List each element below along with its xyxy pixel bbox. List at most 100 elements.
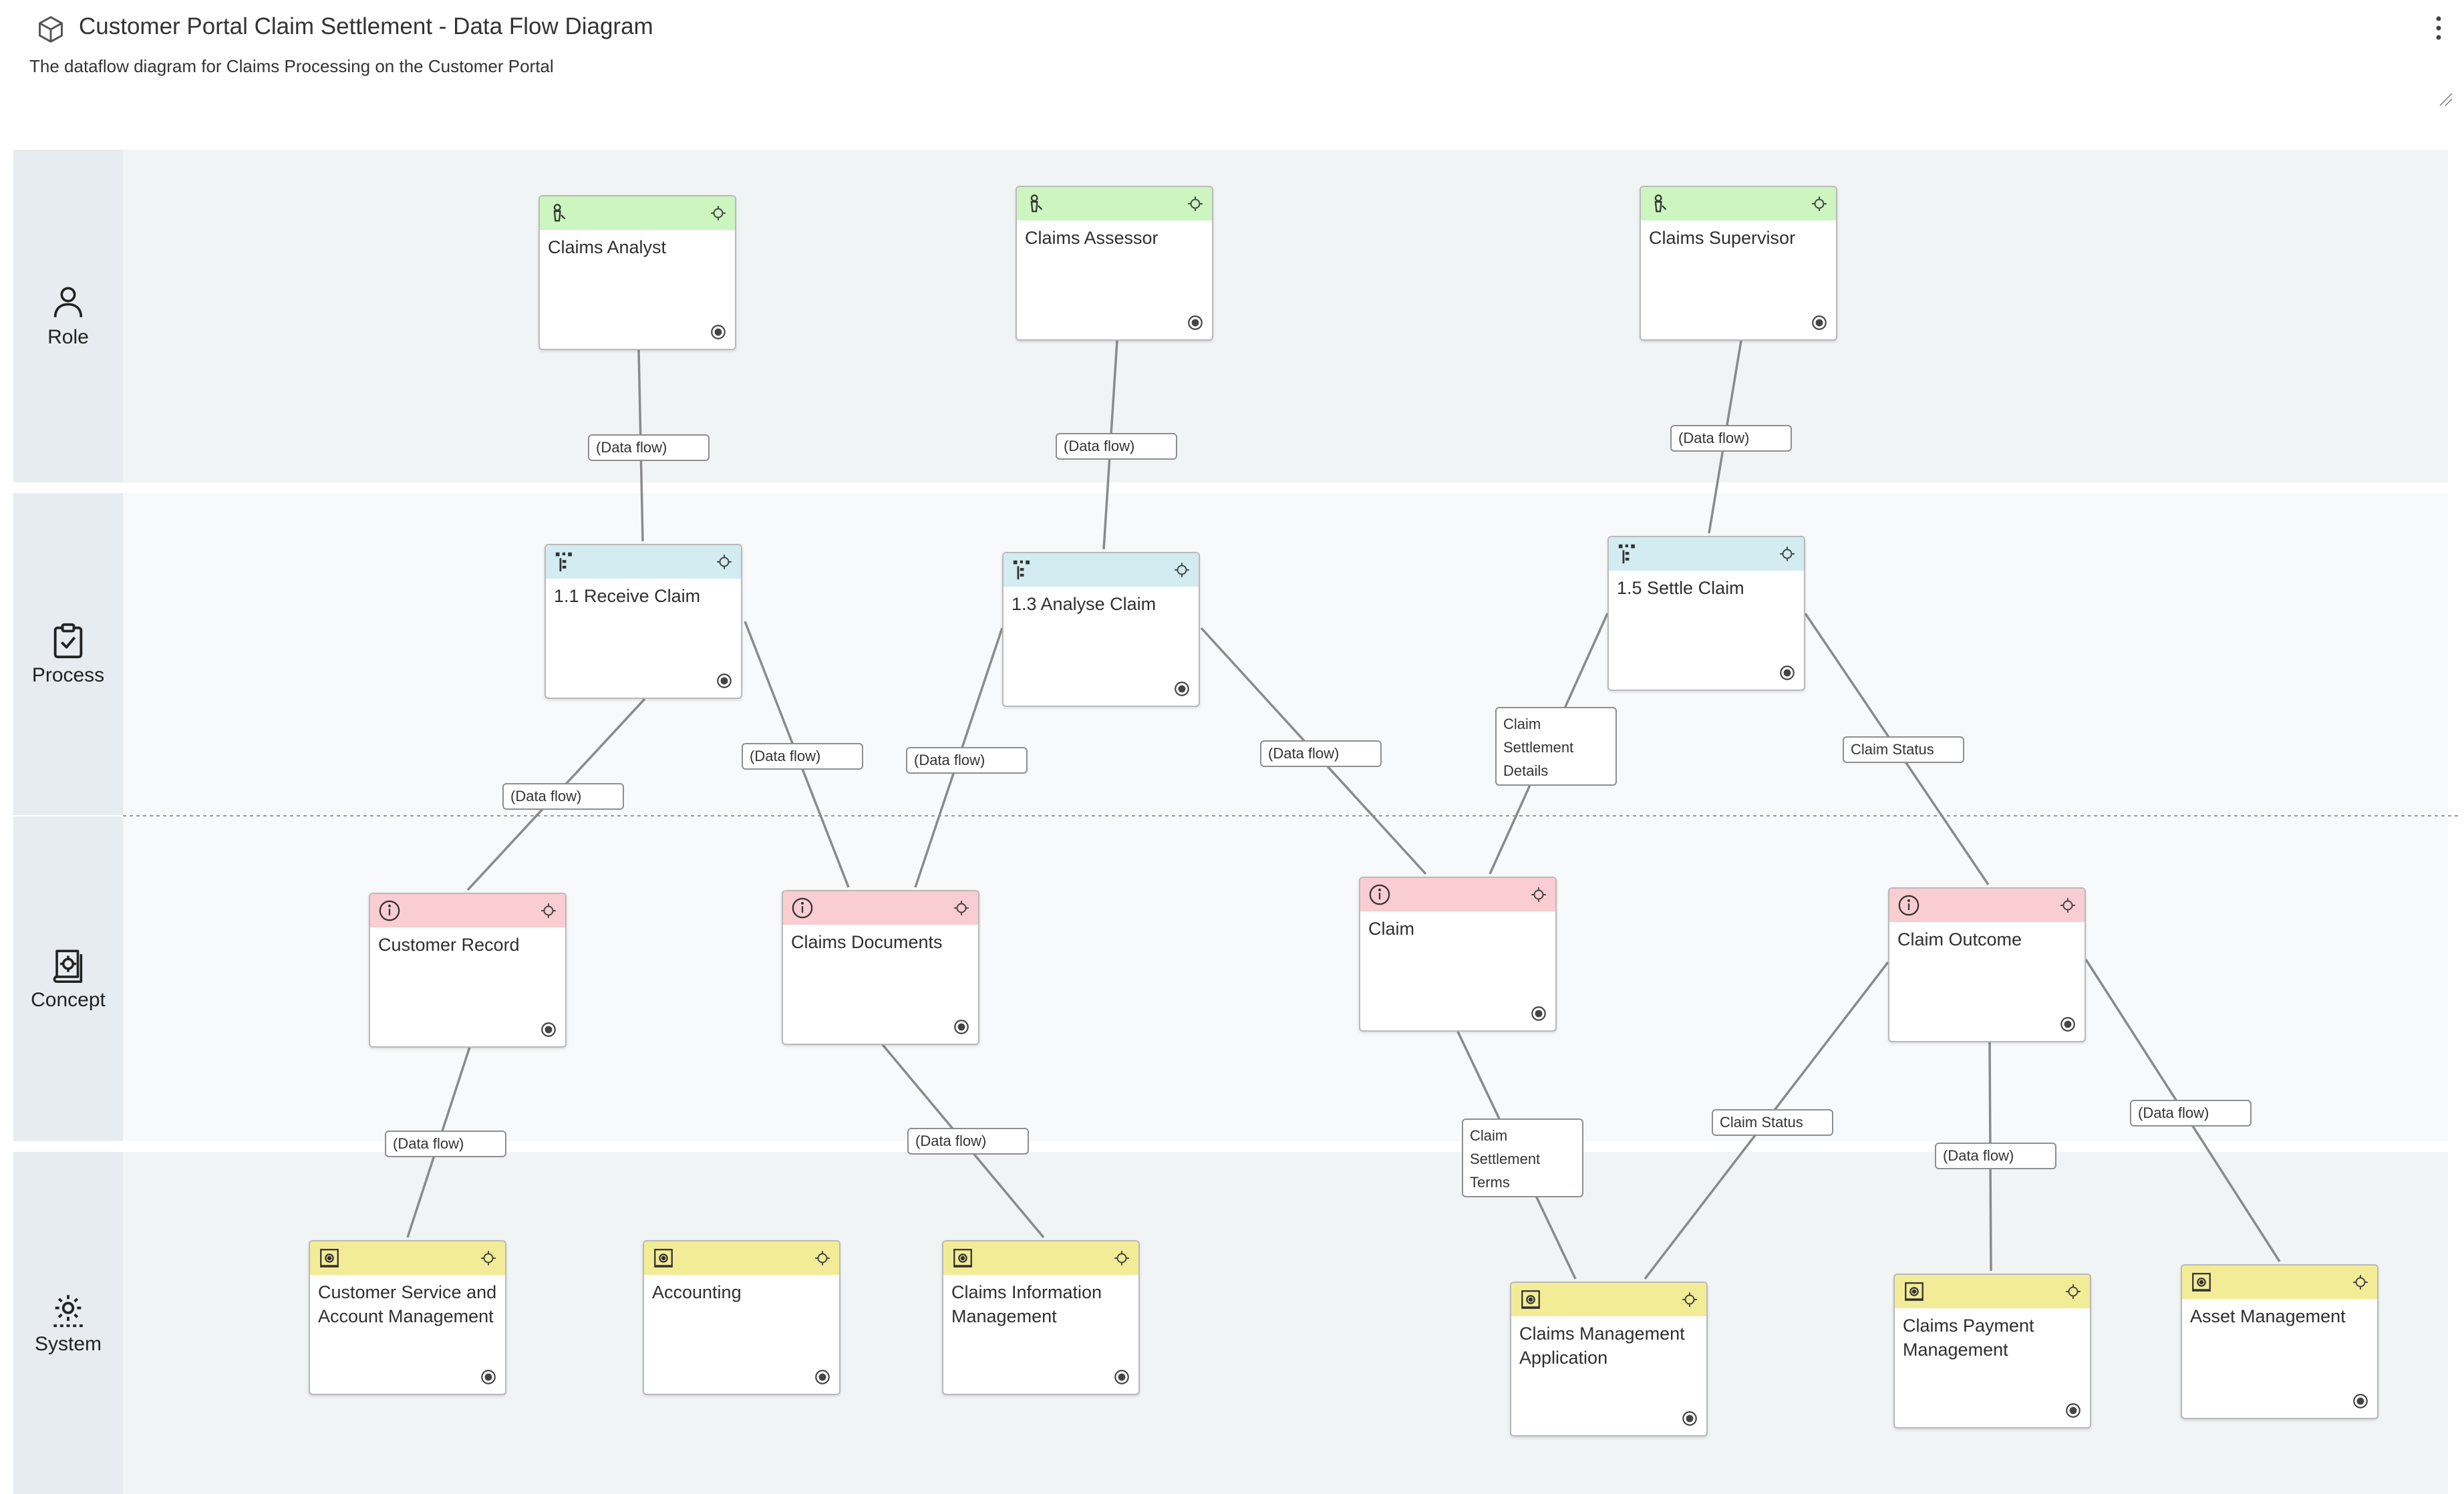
node-label: Claim [1368,919,1415,939]
node-concept[interactable]: Customer Record [369,893,567,1048]
process-tree-icon [1012,559,1034,581]
node-system[interactable]: Asset Management [2181,1264,2378,1419]
node-process[interactable]: 1.1 Receive Claim [545,544,742,699]
node-label: Claims Payment Management [1903,1316,2034,1360]
crosshair-icon[interactable] [814,1249,831,1267]
crosshair-icon[interactable] [1681,1291,1698,1308]
node-header-bar [370,894,565,927]
target-icon[interactable] [2352,1392,2369,1410]
edge-label[interactable]: (Data flow) [1670,425,1792,452]
crosshair-icon[interactable] [1811,195,1828,212]
target-icon[interactable] [716,672,733,690]
node-system[interactable]: Claims Management Application [1510,1282,1708,1437]
edge-label[interactable]: (Data flow) [1935,1143,2056,1169]
node-system[interactable]: Claims Information Management [942,1240,1140,1395]
lane-body [123,150,2448,482]
info-icon [378,899,401,922]
crosshair-icon[interactable] [953,899,970,917]
target-icon[interactable] [953,1018,970,1036]
node-header-bar [1511,1283,1706,1316]
node-concept[interactable]: Claims Documents [782,890,979,1045]
lane-header-role: Role [13,150,123,482]
node-concept[interactable]: Claim [1359,877,1557,1032]
lane-label: System [34,1333,102,1355]
target-icon[interactable] [1187,314,1204,331]
target-icon[interactable] [1681,1410,1698,1427]
edge-label[interactable]: Claim Status [1712,1109,1833,1136]
crosshair-icon[interactable] [480,1249,497,1267]
lane-label: Concept [31,989,106,1011]
node-system[interactable]: Claims Payment Management [1893,1274,2091,1429]
edge-label[interactable]: (Data flow) [2130,1100,2252,1127]
edge-label[interactable]: (Data flow) [906,747,1028,774]
crosshair-icon[interactable] [1113,1249,1130,1267]
resize-handle-icon[interactable] [2437,91,2453,107]
node-role[interactable]: Claims Analyst [538,195,736,350]
process-tree-icon [1617,543,1640,565]
edge-label[interactable]: Claim Status [1843,736,1964,763]
edge-label[interactable]: (Data flow) [742,743,863,770]
node-process[interactable]: 1.5 Settle Claim [1607,536,1805,691]
node-process[interactable]: 1.3 Analyse Claim [1002,552,1200,707]
diagram-description[interactable]: The dataflow diagram for Claims Processi… [29,56,554,76]
node-label: 1.1 Receive Claim [554,586,701,606]
target-icon[interactable] [2064,1402,2082,1419]
target-icon[interactable] [1173,680,1191,698]
node-system[interactable]: Customer Service and Account Management [309,1240,506,1395]
crosshair-icon[interactable] [1187,195,1204,212]
node-label: Claims Assessor [1025,228,1159,248]
node-role[interactable]: Claims Assessor [1016,186,1213,341]
person-icon [53,287,83,317]
crosshair-icon[interactable] [1779,545,1796,563]
node-label: Claims Management Application [1519,1324,1685,1368]
crosshair-icon[interactable] [1173,561,1191,579]
node-system[interactable]: Accounting [643,1240,840,1395]
node-concept[interactable]: Claim Outcome [1888,887,2086,1042]
info-icon [791,897,814,919]
edge-label[interactable]: (Data flow) [502,783,624,810]
node-header-bar [546,545,741,579]
target-icon[interactable] [1113,1368,1130,1386]
target-icon[interactable] [1530,1005,1547,1022]
crosshair-icon[interactable] [2352,1274,2369,1291]
clipboard-check-icon [53,623,83,659]
edge-label[interactable]: (Data flow) [588,434,710,461]
lane-label: Role [47,326,89,348]
crosshair-icon[interactable] [1530,886,1547,903]
target-icon[interactable] [2059,1016,2076,1033]
edge-label[interactable]: (Data flow) [1056,433,1177,460]
crosshair-icon[interactable] [710,204,727,222]
node-label: Claims Information Management [951,1282,1102,1326]
role-icon [1025,192,1048,215]
node-label: Claims Documents [791,932,943,952]
target-icon[interactable] [814,1368,831,1386]
role-icon [548,202,571,225]
node-role[interactable]: Claims Supervisor [1640,186,1837,341]
edge-label[interactable]: (Data flow) [907,1128,1029,1155]
target-icon[interactable] [710,323,727,341]
edge-label[interactable]: (Data flow) [385,1131,506,1157]
target-icon[interactable] [540,1021,557,1038]
node-label: Customer Record [378,935,520,955]
node-label: Asset Management [2190,1306,2346,1326]
edge-label[interactable]: Claim Settlement Details [1495,707,1617,786]
node-header-bar [1360,878,1555,911]
system-box-icon [652,1247,675,1269]
node-header-bar [1641,187,1836,220]
node-label: Customer Service and Account Management [318,1282,497,1326]
target-icon[interactable] [1811,314,1828,331]
crosshair-icon[interactable] [716,553,733,571]
lane-header-process: Process [13,493,123,815]
system-box-icon [1519,1288,1542,1311]
edge-label[interactable]: (Data flow) [1260,740,1382,767]
system-box-icon [318,1247,341,1269]
crosshair-icon[interactable] [2064,1283,2082,1300]
target-icon[interactable] [1779,664,1796,682]
more-vertical-icon[interactable] [2432,15,2445,41]
crosshair-icon[interactable] [2059,897,2076,914]
diagram-header: Customer Portal Claim Settlement - Data … [0,0,2464,134]
target-icon[interactable] [480,1368,497,1386]
edge-label[interactable]: Claim Settlement Terms [1462,1118,1583,1197]
crosshair-icon[interactable] [540,902,557,919]
concept-map-icon [53,949,83,983]
